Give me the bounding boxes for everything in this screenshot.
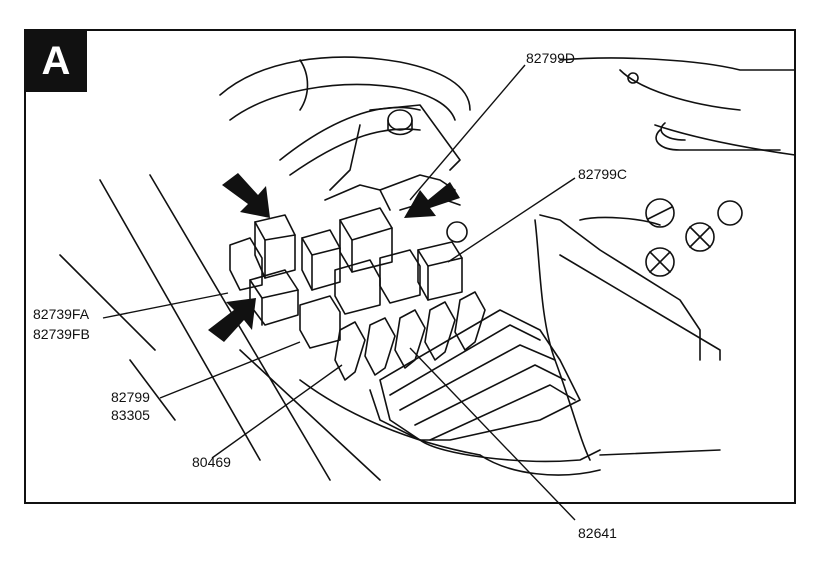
arrow-left-top: [222, 173, 270, 218]
label-82799c: 82799C: [578, 166, 628, 182]
label-82799: 82799: [111, 389, 150, 405]
label-82739fb: 82739FB: [33, 326, 90, 342]
label-82799d: 82799D: [526, 50, 576, 66]
label-83305: 83305: [111, 407, 150, 423]
label-80469: 80469: [192, 454, 231, 470]
drawing-linework: [59, 56, 796, 481]
label-82641: 82641: [578, 525, 617, 541]
panel-letter: A: [25, 30, 87, 92]
leader-lines: [102, 64, 576, 521]
label-82739fa: 82739FA: [33, 306, 90, 322]
figure-frame: [24, 29, 796, 504]
arrow-left-bottom: [208, 298, 256, 342]
callout-arrows: [208, 173, 460, 342]
arrow-right-top: [404, 182, 460, 218]
